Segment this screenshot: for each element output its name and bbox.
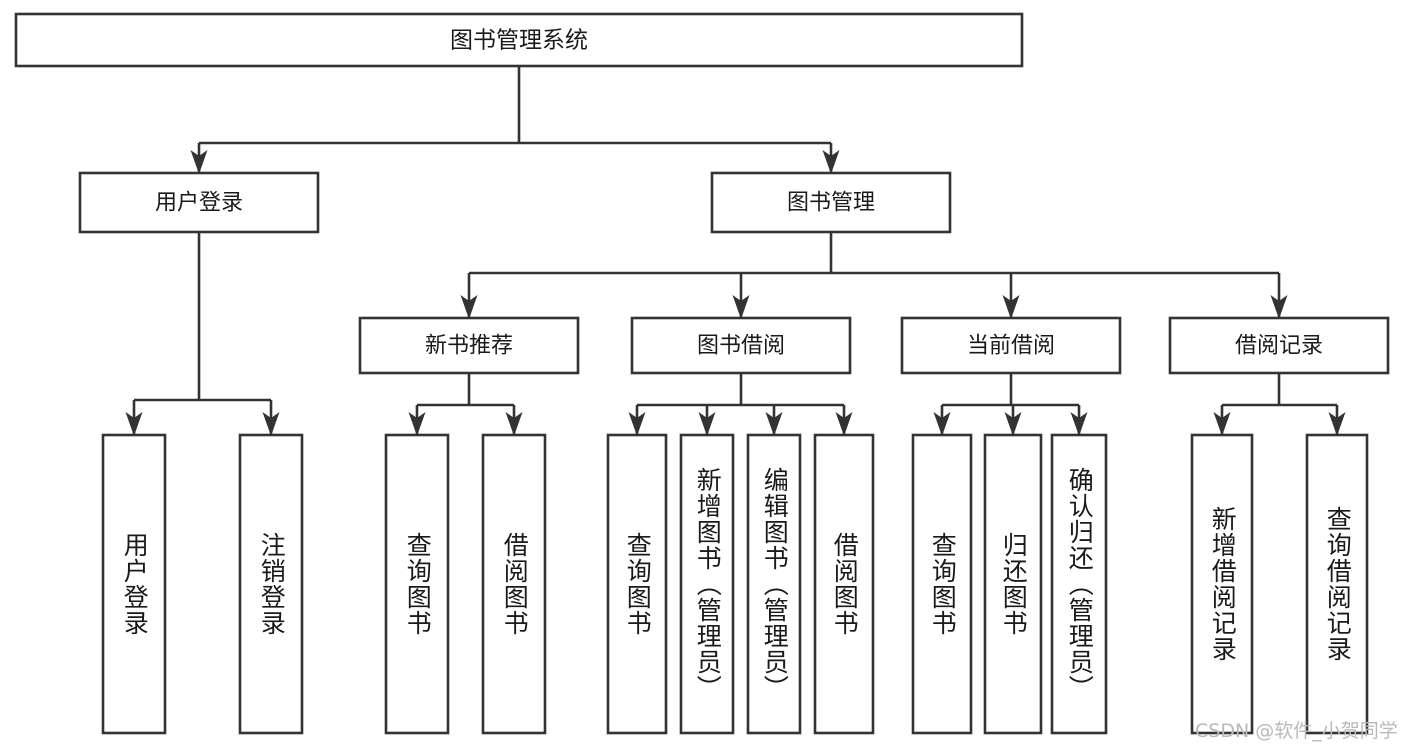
node-box-book-manage[interactable] [710, 171, 952, 234]
arrow-head-leaf-borrow-book-recommend [505, 412, 523, 436]
arrow-head-leaf-query-book-borrow [628, 412, 646, 436]
node-box-new-book-recommend[interactable] [358, 316, 580, 375]
arrow-head-current-borrow [1002, 295, 1020, 319]
node-box-leaf-add-book[interactable] [679, 433, 735, 735]
node-label-new-book-recommend: 新书推荐 [425, 334, 513, 359]
node-box-leaf-query-book-recommend[interactable] [384, 433, 450, 735]
arrow-head-leaf-add-book [698, 412, 716, 436]
arrow-head-new-book-recommend [460, 295, 478, 319]
node-box-leaf-user-login[interactable] [101, 433, 167, 735]
node-box-leaf-query-borrow-record[interactable] [1305, 433, 1369, 735]
node-box-leaf-user-logout[interactable] [238, 433, 304, 735]
node-box-leaf-edit-book[interactable] [746, 433, 802, 735]
arrow-head-book-manage [822, 150, 840, 174]
node-box-layer [14, 12, 1390, 735]
node-box-leaf-borrow-book-recommend[interactable] [481, 433, 547, 735]
arrow-head-leaf-borrow-book [835, 412, 853, 436]
node-label-root: 图书管理系统 [450, 28, 588, 54]
arrow-head-leaf-confirm-return [1070, 412, 1088, 436]
connector-layer [125, 66, 1346, 436]
node-box-leaf-add-borrow-record[interactable] [1190, 433, 1254, 735]
node-label-borrow-record: 借阅记录 [1235, 334, 1323, 359]
node-box-leaf-return-book[interactable] [983, 433, 1043, 735]
node-box-book-borrow[interactable] [630, 316, 852, 375]
arrow-head-leaf-edit-book [765, 412, 783, 436]
arrow-head-leaf-user-login [125, 412, 143, 436]
node-label-user-login: 用户登录 [155, 191, 243, 216]
node-box-leaf-query-book-current[interactable] [911, 433, 973, 735]
arrow-head-leaf-return-book [1004, 412, 1022, 436]
arrow-head-book-borrow [732, 295, 750, 319]
node-box-current-borrow[interactable] [900, 316, 1122, 375]
node-box-leaf-query-book-borrow[interactable] [606, 433, 668, 735]
node-box-leaf-confirm-return[interactable] [1050, 433, 1108, 735]
node-label-book-manage: 图书管理 [787, 191, 875, 216]
node-box-user-login[interactable] [78, 171, 320, 234]
arrow-head-borrow-record [1270, 295, 1288, 319]
arrow-head-leaf-query-book-recommend [408, 412, 426, 436]
node-box-leaf-borrow-book[interactable] [813, 433, 875, 735]
arrow-head-leaf-user-logout [262, 412, 280, 436]
node-label-book-borrow: 图书借阅 [697, 334, 785, 359]
node-box-root[interactable] [14, 12, 1024, 68]
arrow-head-leaf-query-book-current [933, 412, 951, 436]
arrow-head-leaf-query-borrow-record [1328, 412, 1346, 436]
node-box-borrow-record[interactable] [1168, 316, 1390, 375]
csdn-watermark: CSDN @软件_小贺同学 [1195, 720, 1398, 742]
node-label-current-borrow: 当前借阅 [967, 334, 1055, 359]
arrow-head-leaf-add-borrow-record [1213, 412, 1231, 436]
arrow-head-user-login [190, 150, 208, 174]
